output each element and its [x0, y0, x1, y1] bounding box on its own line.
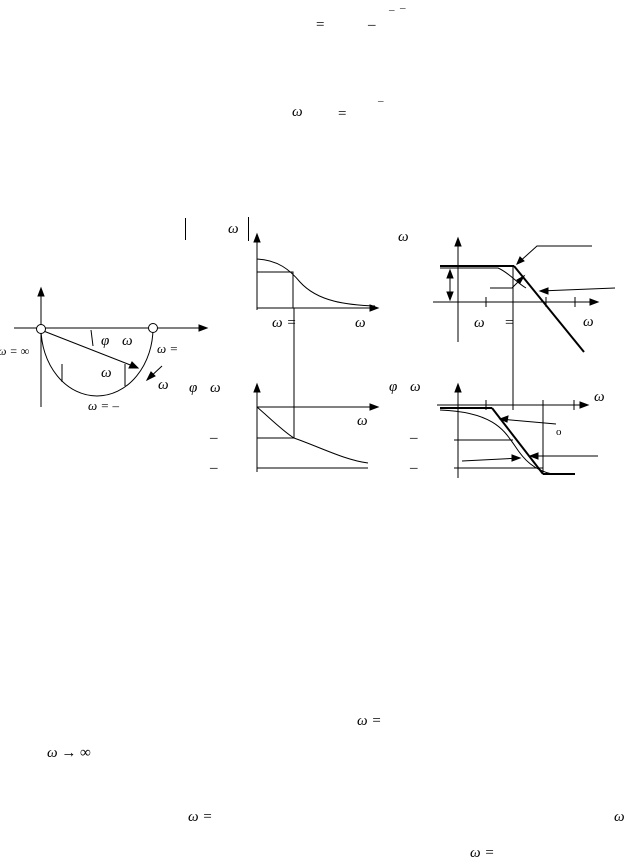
- polar-omega-a: ω: [122, 333, 133, 349]
- formula-top-minus-a: –: [389, 4, 395, 16]
- lph-y-arrow: [454, 382, 462, 393]
- lph-degree: o: [556, 426, 562, 438]
- lph-leader-left: [461, 457, 521, 462]
- abs-omega: ω: [228, 221, 239, 237]
- amp-curve: [256, 258, 376, 307]
- phase-y-arrow: [253, 382, 261, 393]
- lamp-leader-mid-arrow: [516, 274, 526, 284]
- bottom-omega-eq-2: ω =: [188, 809, 213, 825]
- lamp-omega-a: ω: [474, 315, 485, 331]
- lph-omega: ω: [410, 379, 421, 395]
- polar-omega-b: ω: [101, 365, 112, 381]
- lamp-asymptote-slope: [513, 265, 585, 353]
- lph-asymptote-slope: [491, 407, 544, 475]
- lamp-equals: =: [505, 315, 514, 331]
- log-amp-plot: [433, 236, 616, 408]
- log-amp-omega-label: ω: [398, 229, 409, 245]
- abs-bar-left: [185, 218, 186, 240]
- polar-semicircle: [40, 327, 154, 397]
- amp-omega-axis: ω: [355, 315, 366, 331]
- lamp-x-arrow: [589, 298, 600, 306]
- polar-omega-c: ω: [158, 377, 169, 393]
- polar-angle-tick: [90, 329, 94, 347]
- polar-omega-inf: ω = ∞: [0, 344, 30, 358]
- polar-phi: φ: [101, 333, 110, 349]
- lph-minus-2: –: [410, 460, 418, 476]
- lph-leader-top: [499, 418, 557, 425]
- bottom-omega-right: ω: [614, 809, 625, 825]
- lamp-leader-right: [539, 287, 616, 292]
- amp-omega-eq: ω =: [272, 315, 297, 331]
- amplitude-plot: [253, 232, 380, 438]
- lph-leader-top-arrow: [498, 415, 509, 423]
- bottom-omega-eq-1: ω =: [357, 713, 382, 729]
- bottom-omega-to-inf: ω → ∞: [47, 745, 91, 761]
- lamp-leader-top: [516, 245, 592, 265]
- formula-top-minus-b: –: [400, 2, 406, 14]
- phase-omega: ω: [210, 380, 221, 396]
- log-phase-plot: [437, 382, 598, 478]
- phase-curve: [256, 406, 369, 464]
- lph-omega-axis: ω: [594, 389, 605, 405]
- formula-mid-omega: ω: [292, 104, 303, 120]
- polar-omega-minus: ω = –: [88, 398, 119, 413]
- lph-leader-right-arrow: [528, 452, 539, 460]
- amp-cutoff-box: [257, 271, 294, 308]
- polar-omega-eq: ω =: [157, 341, 179, 356]
- formula-mid-minus: –: [378, 95, 384, 107]
- amp-x-arrow: [369, 304, 380, 312]
- phase-minus-1: –: [210, 430, 218, 446]
- amp-y-arrow: [253, 232, 261, 243]
- lamp-omega-axis: ω: [583, 314, 594, 330]
- lph-leader-left-arrow: [511, 454, 522, 462]
- lamp-y-arrow: [454, 236, 462, 247]
- lph-phi: φ: [389, 379, 398, 395]
- polar-radius-vector: [40, 329, 139, 369]
- lamp-leader-top-arrow: [516, 256, 525, 265]
- polar-end-node: [148, 323, 158, 333]
- phase-phi: φ: [189, 380, 198, 396]
- polar-x-arrow: [198, 324, 209, 332]
- polar-radius-arrow: [128, 361, 140, 369]
- formula-mid-equals: =: [338, 106, 347, 122]
- lamp-exact-curve: [440, 267, 527, 289]
- bottom-omega-eq-3: ω =: [470, 845, 495, 861]
- lamp-leader-right-arrow: [538, 287, 549, 295]
- phase-omega-axis: ω: [357, 413, 368, 429]
- lamp-gain-dim-bottom: [446, 291, 454, 302]
- polar-y-arrow: [37, 286, 45, 297]
- phase-plot: [253, 382, 380, 472]
- formula-top-equals: =: [316, 17, 325, 33]
- lamp-gain-dim-top: [446, 268, 454, 279]
- formula-top-minus-c: –: [368, 17, 376, 33]
- polar-origin-node: [36, 324, 46, 334]
- abs-bar-right: [248, 217, 249, 241]
- phase-x-arrow: [369, 403, 380, 411]
- phase-minus-2: –: [210, 460, 218, 476]
- polar-plot: [14, 286, 209, 407]
- polar-direction-arrowhead: [145, 371, 156, 382]
- lph-minus-1: –: [410, 430, 418, 446]
- lph-x-arrow: [579, 401, 590, 409]
